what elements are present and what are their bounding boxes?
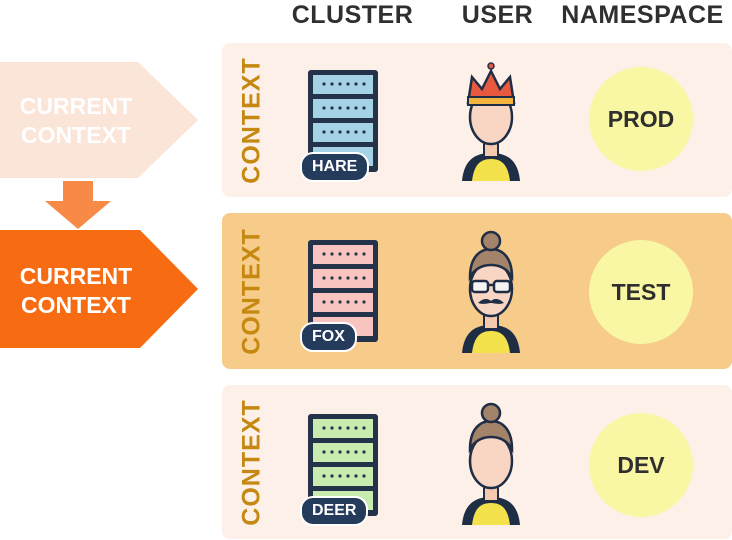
current-pointer-line1: CURRENT [19,263,133,289]
context-row-test: CONTEXT FOX TEST [222,213,732,369]
context-label: CONTEXT [237,227,266,355]
hipster-avatar-icon [462,230,520,353]
switch-context-arrow-icon [45,181,111,234]
user-avatar-king [458,55,524,183]
cluster-column-header: CLUSTER [291,1,414,29]
previous-pointer-line1: CURRENT [19,93,133,119]
namespace-circle-prod: PROD [589,67,693,171]
king-avatar-icon [462,62,520,181]
cluster-server-hare: HARE [300,68,380,182]
context-label: CONTEXT [237,398,266,526]
namespace-circle-dev: DEV [589,413,693,517]
user-column-header: USER [461,1,534,29]
context-label: CONTEXT [237,56,266,184]
cluster-server-fox: FOX [300,238,380,352]
server-rack-icon [308,414,378,516]
previous-pointer-label: CURRENT CONTEXT [6,92,146,150]
namespace-column-header: NAMESPACE [561,1,724,29]
context-row-prod: CONTEXT HARE PROD [222,43,732,197]
current-context-pointer: CURRENT CONTEXT [0,230,200,348]
cluster-name-tag: DEER [300,496,369,526]
cluster-name-tag: HARE [300,152,370,182]
context-row-dev: CONTEXT DEER DEV [222,385,732,539]
namespace-circle-test: TEST [589,240,693,344]
previous-pointer-line2: CONTEXT [21,122,131,148]
woman-avatar-icon [462,402,520,525]
previous-current-context-pointer: CURRENT CONTEXT [0,62,200,178]
user-avatar-hipster [458,227,524,355]
current-pointer-label: CURRENT CONTEXT [6,262,146,320]
cluster-server-deer: DEER [300,412,380,526]
cluster-name-tag: FOX [300,322,357,352]
user-avatar-woman [458,399,524,527]
current-pointer-line2: CONTEXT [21,292,131,318]
